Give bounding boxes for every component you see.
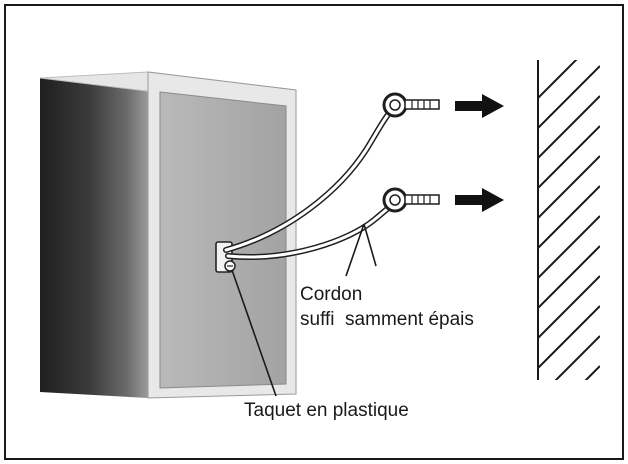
leader-lines: [231, 223, 377, 397]
screw-eye-lower: [382, 187, 440, 213]
screw-eye-upper: [382, 92, 440, 118]
cabinet: [39, 71, 297, 399]
cord-label-line2: suffi samment épais: [300, 309, 474, 330]
arrow-right-icon: [455, 94, 504, 118]
stopper-label: Taquet en plastique: [244, 400, 409, 421]
stopper-leader: [231, 269, 277, 397]
cabinet-door-panel: [159, 91, 287, 389]
cord-leader: [345, 223, 377, 277]
cord-label-line1: Cordon: [300, 284, 362, 305]
arrow-right-icon: [455, 188, 504, 212]
hatched-wall: [537, 60, 600, 380]
cabinet-side: [40, 72, 148, 398]
